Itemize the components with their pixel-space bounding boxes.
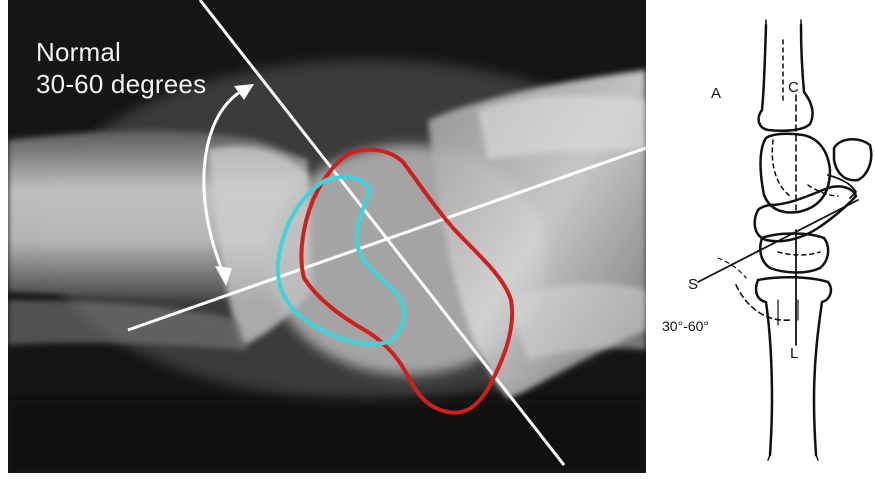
wrist-line-drawing xyxy=(658,0,874,479)
normal-label-line1: Normal xyxy=(36,36,206,68)
angle-range-label: 30°-60° xyxy=(662,318,709,334)
diagram-label-s: S xyxy=(688,277,698,293)
diagram-label-l: L xyxy=(790,346,798,362)
normal-label-line2: 30-60 degrees xyxy=(36,68,206,100)
diagram-label-c: C xyxy=(788,80,799,96)
diagram-label-a: A xyxy=(711,86,721,102)
scapholunate-angle-diagram: A C S L 30°-60° xyxy=(658,0,874,479)
lateral-wrist-radiograph: Normal 30-60 degrees xyxy=(8,0,646,473)
normal-range-label: Normal 30-60 degrees xyxy=(36,36,206,100)
